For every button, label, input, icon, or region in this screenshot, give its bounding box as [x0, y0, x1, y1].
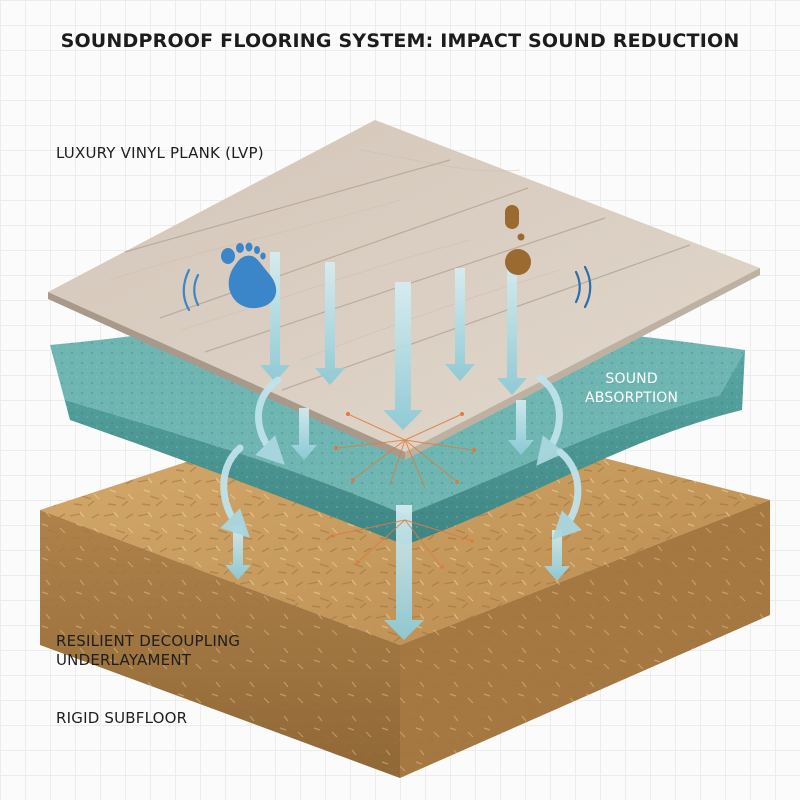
diagram-title: SOUNDPROOF FLOORING SYSTEM: IMPACT SOUND… [60, 30, 740, 52]
sound-absorption-callout: SOUND ABSORPTION [585, 370, 678, 408]
underlayment-label-line-2: UNDERLAYAMENT [56, 651, 192, 669]
vinyl-plank-label: LUXURY VINYL PLANK (LVP) [56, 144, 264, 162]
vibration-dispersion-lines [334, 414, 473, 566]
footprint-icon [221, 242, 277, 309]
absorption-curved-arrows [220, 374, 582, 540]
impact-sound-arrows [225, 252, 570, 640]
sound-wave-icon [182, 268, 200, 312]
high-heel-icon [505, 205, 531, 275]
callout-line-2: ABSORPTION [585, 390, 679, 406]
sound-wave-icon-right [574, 265, 592, 309]
callout-line-1: SOUND [605, 371, 658, 387]
subfloor-label: RIGID SUBFLOOR [56, 709, 188, 727]
underlayment-label-line-1: RESILIENT DECOUPLING [56, 632, 241, 650]
underlayment-label: RESILIENT DECOUPLING UNDERLAYAMENT [56, 632, 240, 670]
vibration-dots [331, 412, 476, 569]
